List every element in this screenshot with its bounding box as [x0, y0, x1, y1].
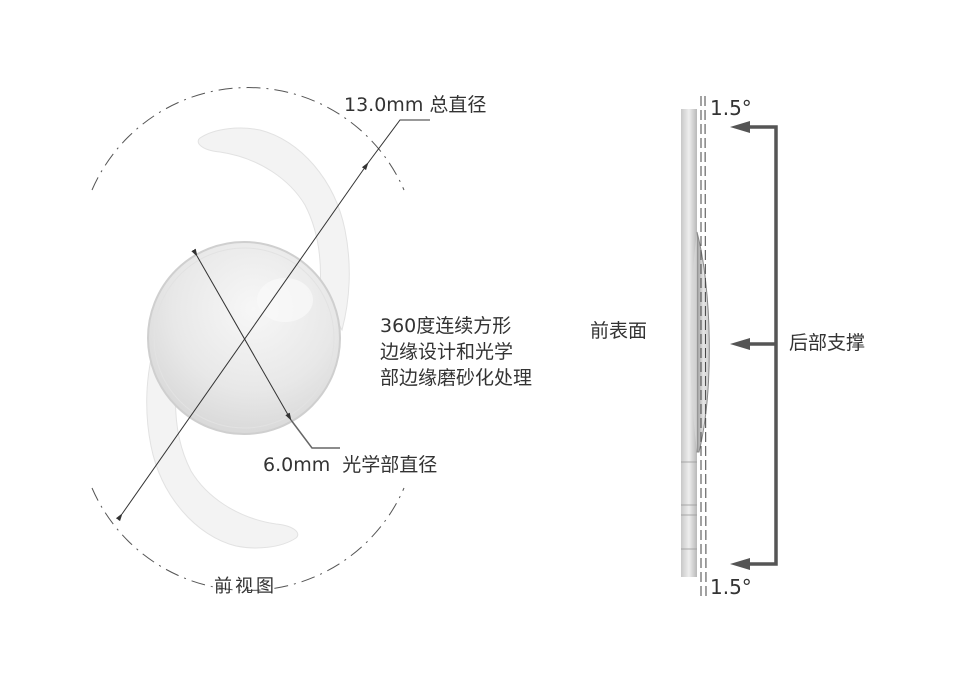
edge-design-note: 360度连续方形 边缘设计和光学 部边缘磨砂化处理	[380, 313, 532, 391]
overall-diameter-leader	[367, 119, 430, 164]
optic-diameter-label: 6.0mm 光学部直径	[263, 454, 438, 476]
front-view	[91, 87, 430, 591]
side-optic	[696, 231, 710, 453]
overall-diameter-label: 13.0mm 总直径	[344, 94, 487, 116]
side-haptic	[681, 109, 697, 577]
posterior-support-label: 后部支撑	[789, 332, 866, 354]
note-line-2: 边缘设计和光学	[380, 341, 514, 363]
front-view-caption: 前视图	[214, 576, 277, 597]
angle-bottom-label: 1.5°	[710, 575, 752, 599]
side-view	[681, 95, 778, 597]
angle-top-label: 1.5°	[710, 96, 752, 120]
note-line-3: 部边缘磨砂化处理	[380, 367, 533, 389]
overall-diameter-arc-top	[91, 87, 405, 191]
optic-diameter-leader	[290, 419, 340, 449]
anterior-surface-label: 前表面	[590, 320, 648, 342]
optic-diameter-line	[191, 248, 292, 421]
arrow-top	[730, 121, 750, 133]
note-line-1: 360度连续方形	[380, 315, 512, 337]
arrow-middle	[730, 338, 750, 350]
arrow-bottom	[730, 558, 750, 570]
overall-diameter-arc-bottom	[91, 487, 405, 591]
